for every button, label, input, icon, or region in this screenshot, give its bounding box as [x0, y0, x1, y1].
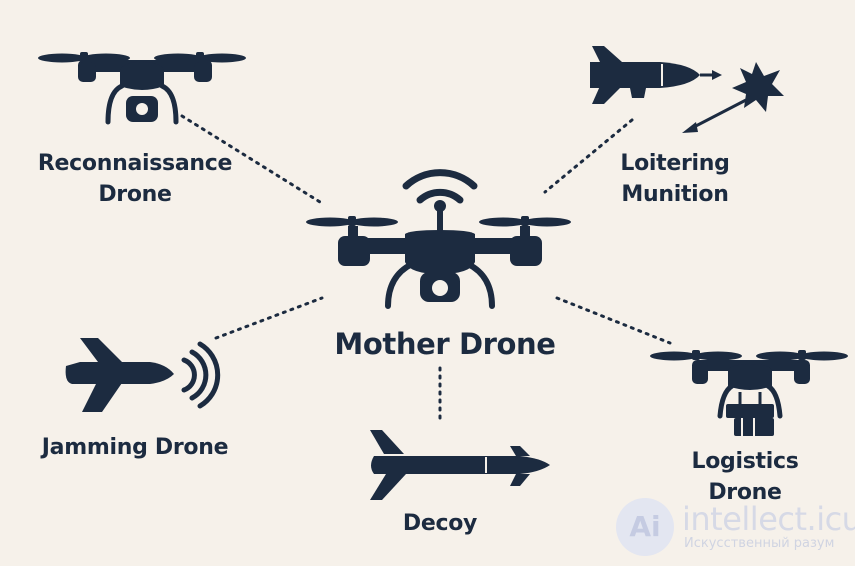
connector-loiter [543, 118, 634, 194]
loitering-munition-label: Loitering Munition [590, 148, 760, 210]
logistics-drone-icon [650, 350, 848, 436]
logistics-drone-label: Logistics Drone [660, 446, 830, 508]
watermark-logo-icon: Ai [616, 498, 674, 556]
jamming-drone-label: Jamming Drone [20, 432, 250, 463]
watermark: Ai intellect.icu Искусственный разум [612, 498, 855, 558]
logi-label-line-1: Logistics [691, 449, 799, 474]
decoy-label-line-1: Decoy [402, 511, 478, 536]
recon-label-line-2: Drone [98, 182, 172, 207]
recon-drone-label: Reconnaissance Drone [20, 148, 250, 210]
loiter-label-line-2: Munition [621, 182, 729, 207]
jam-label-line-1: Jamming Drone [41, 435, 229, 460]
connector-jam [214, 296, 324, 340]
decoy-label: Decoy [380, 508, 500, 539]
jamming-drone-icon [65, 338, 221, 412]
watermark-subtitle: Искусственный разум [684, 536, 835, 551]
connector-recon [180, 114, 322, 204]
recon-label-line-1: Reconnaissance [37, 151, 233, 176]
watermark-logo-text: Ai [629, 510, 661, 543]
mother-drone-label: Mother Drone [334, 327, 556, 361]
mother-drone-icon [306, 169, 571, 309]
recon-drone-icon [38, 52, 246, 125]
decoy-icon [370, 430, 550, 500]
loiter-label-line-1: Loitering [620, 151, 730, 176]
logi-label-line-2: Drone [708, 480, 782, 505]
loitering-munition-icon [590, 46, 784, 133]
watermark-title: intellect.icu [682, 500, 855, 538]
